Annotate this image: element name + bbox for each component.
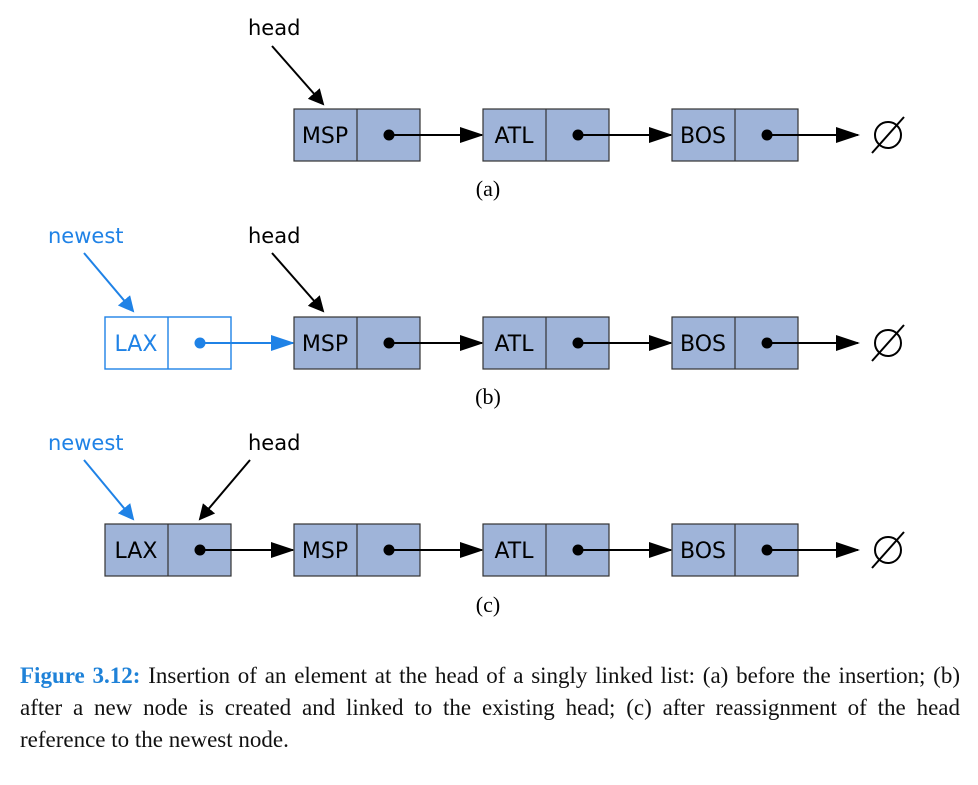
null-symbol xyxy=(871,116,905,154)
list-node: MSP xyxy=(293,316,421,370)
null-symbol xyxy=(871,531,905,569)
panel-label: (a) xyxy=(476,176,500,201)
node-value: BOS xyxy=(680,539,726,564)
node-value: BOS xyxy=(680,124,726,149)
node-value: MSP xyxy=(302,332,348,357)
node-value: ATL xyxy=(494,539,534,564)
head-pointer-arrow xyxy=(271,252,325,313)
figure-caption: Figure 3.12: Insertion of an element at … xyxy=(20,660,960,756)
head-label: head xyxy=(248,431,300,455)
newest-label: newest xyxy=(48,431,124,455)
node-value: BOS xyxy=(680,332,726,357)
node-value: MSP xyxy=(302,539,348,564)
node-value: ATL xyxy=(494,332,534,357)
panel-label: (c) xyxy=(476,592,500,617)
panel-c: newest head LAX MSP ATL BOS xyxy=(48,431,905,617)
node-value: ATL xyxy=(494,124,534,149)
caption-text: Insertion of an element at the head of a… xyxy=(20,663,960,752)
head-pointer-arrow xyxy=(271,45,325,106)
newest-pointer-arrow xyxy=(83,252,135,313)
node-value: LAX xyxy=(115,332,158,357)
node-value: LAX xyxy=(115,539,158,564)
figure-label: Figure 3.12: xyxy=(20,663,141,688)
linked-list-diagram: head MSP ATL BOS (a) new xyxy=(48,16,905,617)
node-value: MSP xyxy=(302,124,348,149)
head-label: head xyxy=(248,16,300,40)
null-symbol xyxy=(871,324,905,362)
panel-b: newest head LAX MSP ATL BOS xyxy=(48,224,905,409)
newest-label: newest xyxy=(48,224,124,248)
panel-a: head MSP ATL BOS (a) xyxy=(248,16,905,201)
head-pointer-arrow xyxy=(198,459,251,521)
panel-label: (b) xyxy=(475,384,501,409)
head-label: head xyxy=(248,224,300,248)
newest-pointer-arrow xyxy=(83,459,135,521)
